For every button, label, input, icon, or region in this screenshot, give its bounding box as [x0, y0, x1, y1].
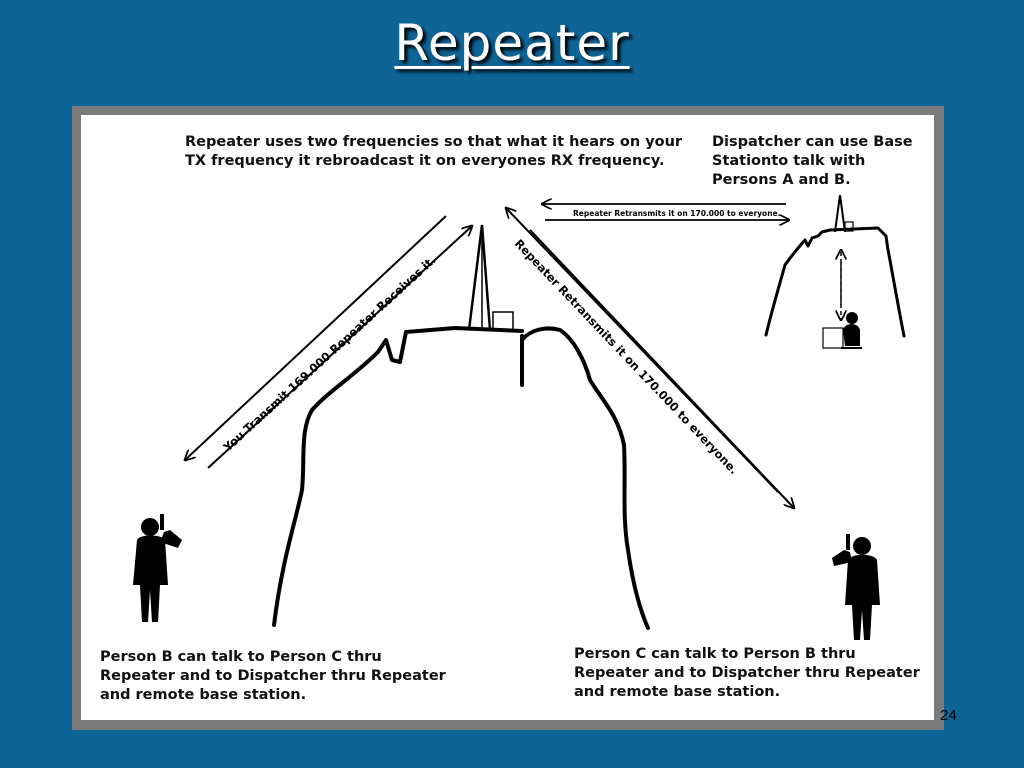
right-arrow-label: Repeater Retransmits it on 170.000 to ev… — [512, 236, 741, 476]
top-arrow-label: Repeater Retransmits it on 170.000 to ev… — [573, 209, 781, 218]
person-with-radio-icon — [832, 534, 880, 640]
repeater-tower-icon — [467, 224, 514, 331]
mountain-outline-right — [520, 326, 650, 630]
right-retransmit-arrow — [506, 208, 794, 508]
mountain-outline — [272, 326, 524, 627]
dispatcher-icon — [822, 312, 862, 349]
page-number: 24 — [940, 707, 957, 724]
person-c-note: Person C can talk to Person B thru Repea… — [574, 646, 920, 700]
dispatcher-note: Dispatcher can use Base Stationto talk w… — [712, 134, 913, 188]
person-b-note: Person B can talk to Person C thru Repea… — [100, 649, 446, 703]
slide-title: Repeater — [394, 14, 630, 72]
base-tower-icon — [834, 194, 854, 233]
left-transmit-arrow — [185, 215, 472, 469]
repeater-explanation-note: Repeater uses two frequencies so that wh… — [185, 134, 683, 169]
base-hill-outline — [764, 226, 906, 338]
left-arrow-label: You Transmit 169.000 Repeater Receives i… — [220, 253, 439, 455]
top-retransmit-arrow — [542, 204, 789, 220]
person-with-radio-icon — [133, 514, 182, 622]
